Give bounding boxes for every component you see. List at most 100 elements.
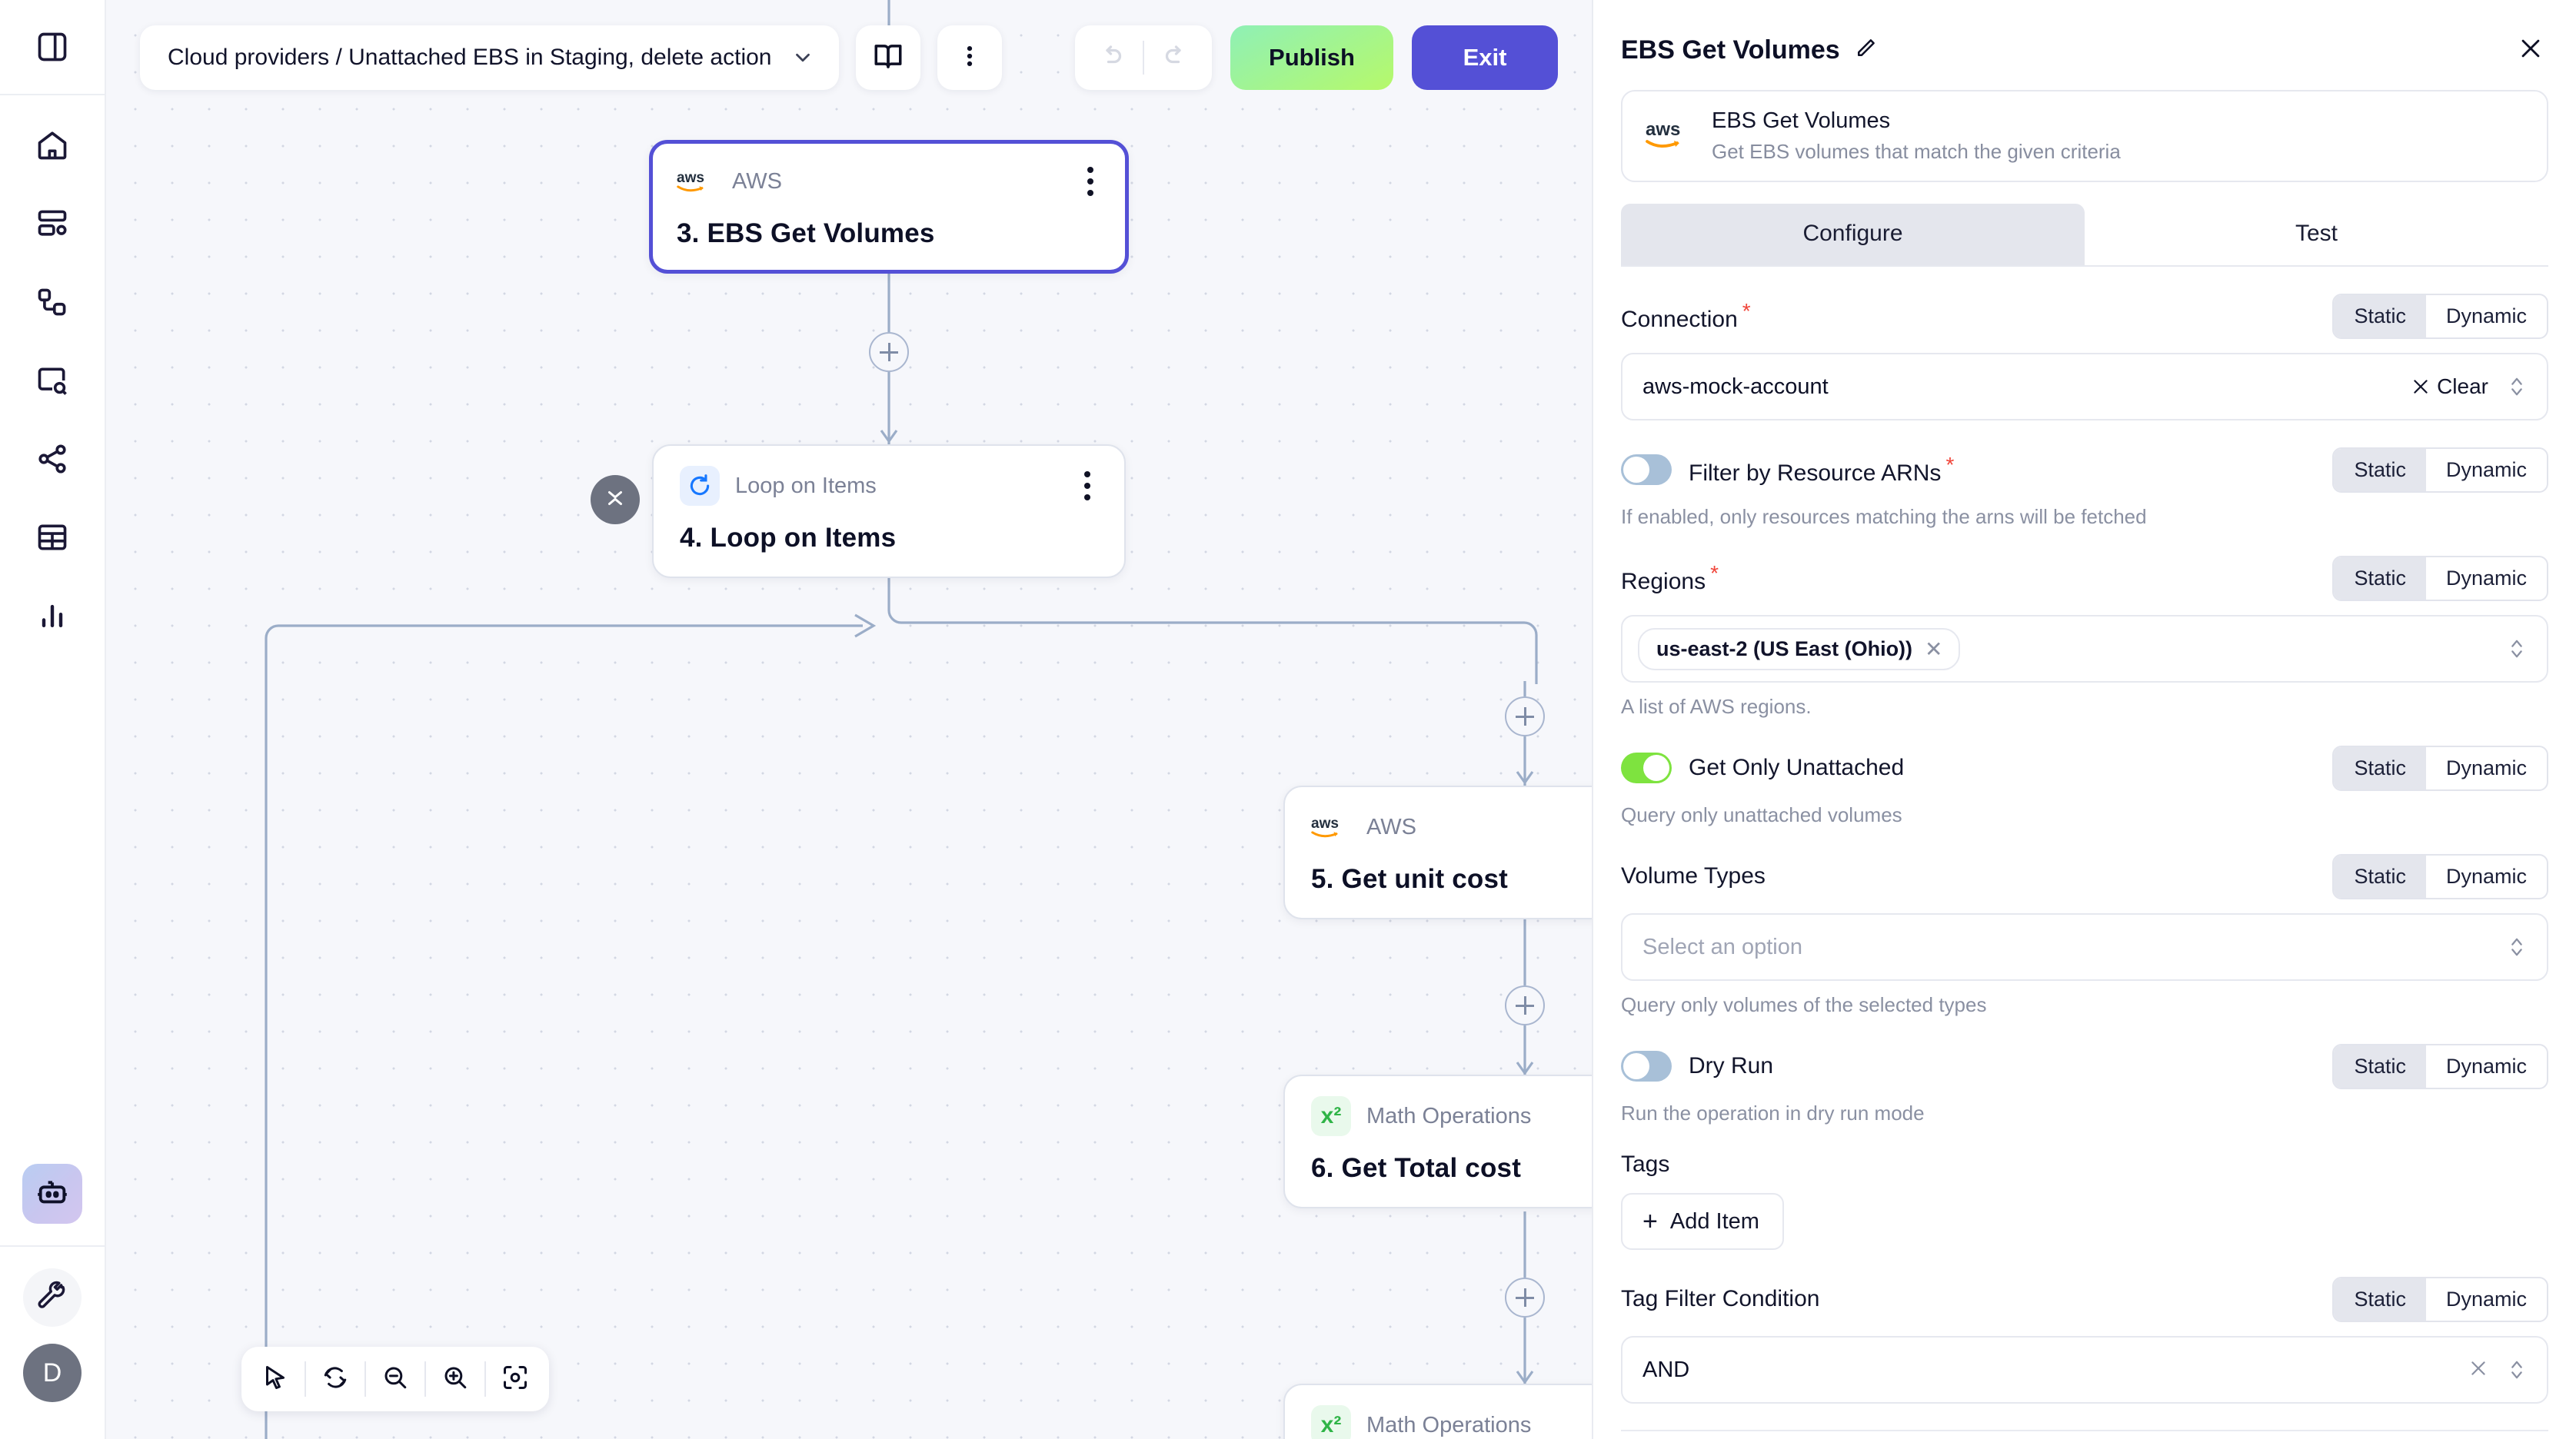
sidebar-item-workflows[interactable]	[22, 272, 82, 332]
chevron-updown-icon[interactable]	[2507, 374, 2527, 400]
panel-header: EBS Get Volumes	[1593, 0, 2576, 68]
add-node-button-3[interactable]	[1505, 985, 1545, 1025]
required-marker: *	[1710, 561, 1719, 585]
page-title: EBS Get Volumes	[1621, 35, 1840, 65]
collapse-loop-button[interactable]	[591, 475, 640, 524]
close-panel-button[interactable]	[2513, 32, 2548, 68]
sidebar-item-tables[interactable]	[22, 507, 82, 567]
toggle-get-only-unattached[interactable]	[1621, 753, 1672, 783]
tag-filter-condition-select[interactable]: AND	[1621, 1336, 2548, 1404]
window-search-icon	[35, 364, 69, 397]
docs-button[interactable]	[856, 25, 921, 90]
segment-dynamic[interactable]: Dynamic	[2445, 864, 2527, 888]
field-label-tag-filter-condition: Tag Filter Condition	[1621, 1286, 1820, 1311]
workflow-name: Cloud providers / Unattached EBS in Stag…	[168, 45, 772, 70]
segment-dynamic[interactable]: Dynamic	[2445, 566, 2527, 590]
tab-configure[interactable]: Configure	[1621, 204, 2085, 265]
mode-segment-get-only-unattached: Static Dynamic	[2332, 745, 2548, 791]
clear-icon[interactable]	[2468, 1358, 2488, 1382]
required-marker: *	[1742, 299, 1751, 323]
more-menu-button[interactable]	[937, 25, 1003, 90]
avatar[interactable]: D	[23, 1344, 82, 1402]
ai-agent-button[interactable]	[22, 1164, 82, 1224]
segment-static[interactable]: Static	[2334, 855, 2426, 898]
sidebar-item-search[interactable]	[22, 351, 82, 410]
add-node-button-2[interactable]	[1505, 696, 1545, 736]
segment-dynamic[interactable]: Dynamic	[2445, 304, 2527, 327]
publish-button[interactable]: Publish	[1230, 25, 1393, 90]
node-kind-label: Math Operations	[1366, 1412, 1532, 1437]
operation-description: Get EBS volumes that match the given cri…	[1712, 140, 2121, 163]
segment-static[interactable]: Static	[2334, 448, 2426, 491]
plus-icon: +	[1642, 1207, 1658, 1236]
add-node-button-4[interactable]	[1505, 1278, 1545, 1318]
segment-dynamic[interactable]: Dynamic	[2445, 1054, 2527, 1078]
regions-multiselect[interactable]: us-east-2 (US East (Ohio)) ✕	[1621, 615, 2548, 683]
field-get-only-unattached: Get Only Unattached Static Dynamic Query…	[1621, 745, 2548, 827]
aws-icon: aws	[1646, 118, 1692, 155]
workflow-node-loop-on-items[interactable]: Loop on Items 4. Loop on Items	[652, 444, 1126, 578]
sidebar-item-analytics[interactable]	[22, 586, 82, 646]
operation-name: EBS Get Volumes	[1712, 108, 1891, 133]
reset-layout-button[interactable]	[306, 1350, 364, 1408]
workflow-canvas[interactable]: Cloud providers / Unattached EBS in Stag…	[106, 0, 1592, 1439]
exit-button[interactable]: Exit	[1412, 25, 1558, 90]
sidebar-item-dashboards[interactable]	[22, 194, 82, 254]
region-chip-label: us-east-2 (US East (Ohio))	[1656, 636, 1913, 660]
segment-static[interactable]: Static	[2334, 1278, 2426, 1321]
add-tag-item-button[interactable]: + Add Item	[1621, 1193, 1784, 1250]
node-title: 4. Loop on Items	[680, 523, 897, 553]
segment-static[interactable]: Static	[2334, 746, 2426, 789]
node-menu-button[interactable]	[1080, 162, 1101, 201]
panel-tabs: Configure Test	[1621, 204, 2548, 267]
segment-static[interactable]: Static	[2334, 1045, 2426, 1088]
toggle-filter-by-resource-arns[interactable]	[1621, 454, 1672, 485]
remove-chip-icon[interactable]: ✕	[1925, 636, 1943, 661]
zoom-out-button[interactable]	[366, 1350, 424, 1408]
fit-view-button[interactable]	[486, 1350, 544, 1408]
chevron-down-icon	[791, 46, 814, 69]
undo-redo-group	[1075, 25, 1212, 90]
clear-connection-button[interactable]: Clear	[2411, 374, 2488, 399]
region-chip[interactable]: us-east-2 (US East (Ohio)) ✕	[1638, 627, 1960, 670]
segment-dynamic[interactable]: Dynamic	[2445, 457, 2527, 481]
sidebar-item-home[interactable]	[22, 115, 82, 175]
undo-button[interactable]	[1087, 33, 1137, 82]
segment-static[interactable]: Static	[2334, 557, 2426, 600]
panel-toggle-button[interactable]	[22, 17, 82, 77]
add-node-button-1[interactable]	[869, 332, 909, 372]
segment-dynamic[interactable]: Dynamic	[2445, 1287, 2527, 1311]
field-connection: Connection* Static Dynamic aws-mock-acco…	[1621, 293, 2548, 420]
x-squared-icon: x²	[1311, 1096, 1351, 1136]
field-filter-by-resource-arns: Filter by Resource ARNs* Static Dynamic …	[1621, 447, 2548, 529]
field-label-connection: Connection	[1621, 307, 1738, 332]
home-icon	[35, 128, 69, 162]
rename-button[interactable]	[1854, 37, 1877, 64]
segment-dynamic[interactable]: Dynamic	[2445, 756, 2527, 779]
workflow-node-math-operations[interactable]: x² Math Operations	[1283, 1384, 1592, 1439]
workflow-node-ebs-get-volumes[interactable]: aws AWS 3. EBS Get Volumes	[649, 140, 1129, 274]
chevron-updown-icon[interactable]	[2507, 934, 2527, 960]
svg-text:aws: aws	[1311, 816, 1339, 832]
chevron-updown-icon[interactable]	[2507, 1357, 2527, 1383]
node-title: 6. Get Total cost	[1311, 1153, 1522, 1183]
toggle-dry-run[interactable]	[1621, 1051, 1672, 1082]
pointer-tool-button[interactable]	[246, 1350, 305, 1408]
redo-button[interactable]	[1150, 33, 1200, 82]
workflow-node-get-unit-cost[interactable]: aws AWS 5. Get unit cost	[1283, 786, 1592, 919]
workflow-node-get-total-cost[interactable]: x² Math Operations 6. Get Total cost	[1283, 1075, 1592, 1208]
zoom-in-button[interactable]	[426, 1350, 484, 1408]
tab-test[interactable]: Test	[2295, 221, 2338, 246]
workflow-selector[interactable]: Cloud providers / Unattached EBS in Stag…	[140, 25, 840, 90]
settings-button[interactable]	[23, 1268, 82, 1327]
panel-bottom-divider	[1621, 1430, 2548, 1431]
sidebar-item-share[interactable]	[22, 429, 82, 489]
undo-icon	[1098, 42, 1126, 74]
collapse-chevrons-icon	[604, 487, 627, 513]
node-menu-button[interactable]	[1077, 467, 1098, 505]
zoom-out-icon	[381, 1364, 409, 1395]
chevron-updown-icon[interactable]	[2507, 636, 2527, 662]
volume-types-select[interactable]: Select an option	[1621, 913, 2548, 981]
segment-static[interactable]: Static	[2334, 294, 2426, 337]
connection-select[interactable]: aws-mock-account Clear	[1621, 353, 2548, 420]
